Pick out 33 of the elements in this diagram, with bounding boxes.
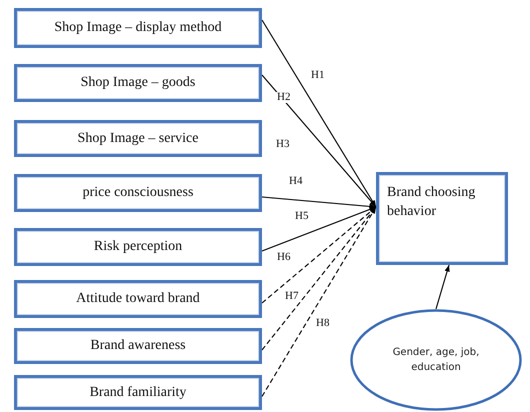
node-label: price consciousness (82, 184, 194, 202)
arrow (435, 264, 450, 310)
edge-label: H5 (294, 211, 310, 222)
node-label: Brand familiarity (90, 384, 186, 402)
arrow (262, 206, 376, 397)
edge-label: H8 (315, 318, 330, 329)
factor-box (14, 375, 262, 410)
node-label: Attitude toward brand (76, 290, 200, 308)
node-label: Risk perception (94, 238, 182, 256)
factor-box (14, 174, 262, 212)
node-label: Shop Image – goods (80, 74, 196, 92)
outcome-box (376, 172, 508, 265)
node-label: Shop Image – display method (54, 19, 222, 37)
node-label: Gender, age, job, education (392, 346, 480, 375)
factor-box (14, 228, 262, 266)
factor-box (14, 120, 262, 157)
arrow (262, 74, 376, 208)
factor-box (14, 64, 262, 102)
edge-label: H7 (284, 291, 300, 302)
node-label: Brand choosing behavior (387, 184, 476, 221)
factor-box (14, 328, 262, 364)
arrow (262, 196, 376, 210)
node-label: Shop Image – service (78, 130, 198, 148)
edge-label: H1 (310, 70, 326, 81)
edge-label: H4 (288, 176, 304, 187)
node-label: Brand awareness (90, 337, 186, 355)
factor-box (14, 280, 262, 318)
arrow (262, 20, 376, 208)
edge-label: H6 (276, 252, 292, 263)
hypothesis-label: H3 (276, 139, 290, 150)
factor-box (14, 8, 262, 48)
edge-label: H2 (276, 92, 292, 103)
arrow (262, 206, 376, 252)
